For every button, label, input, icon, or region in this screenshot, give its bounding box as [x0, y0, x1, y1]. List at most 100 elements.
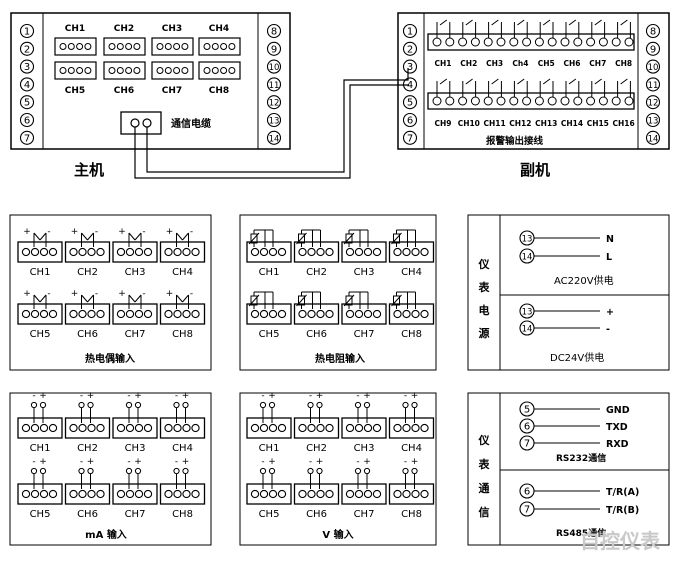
ma-title: mA 输入	[85, 528, 127, 541]
signal-label: +	[606, 307, 614, 318]
terminal-number: 4	[24, 80, 30, 91]
channel-label: CH6	[77, 329, 98, 340]
terminal-number-circle	[402, 130, 418, 145]
relay-screw	[560, 37, 570, 47]
channel-label: CH1	[259, 267, 280, 278]
channel-label: CH1	[30, 443, 51, 454]
signal-label: L	[606, 252, 612, 263]
terminal-screw	[156, 67, 164, 74]
main-unit-box	[10, 12, 291, 150]
relay-contact	[439, 78, 448, 85]
terminal-number-circle	[402, 95, 418, 110]
polarity-mark: +	[118, 227, 126, 237]
relay-contact	[594, 78, 602, 85]
terminal-block	[112, 241, 158, 263]
channel-label: CH6	[77, 509, 98, 520]
terminal-number: 13	[522, 308, 533, 318]
rtd-sensor-symbol	[296, 229, 321, 248]
relay-contact	[568, 19, 577, 26]
relay-contact	[517, 19, 525, 26]
channel-label: CH8	[401, 329, 422, 340]
polarity-mark: +	[71, 289, 79, 299]
tc-sensor-symbol	[176, 232, 189, 248]
signal-label: GND	[606, 405, 630, 416]
polarity-mark: +	[268, 457, 276, 467]
relay-channel-label: CH1	[435, 59, 452, 68]
terminal-number-circle	[19, 77, 35, 92]
terminal-block	[341, 417, 387, 439]
ma-sensor-symbol	[125, 401, 142, 424]
comm-panel	[467, 392, 670, 546]
terminal-number: 2	[24, 44, 30, 55]
terminal-block	[159, 483, 206, 505]
terminal-screw	[181, 43, 189, 50]
relay-screw	[586, 96, 596, 106]
side-label-char: 表	[478, 280, 491, 294]
polarity-mark: +	[23, 227, 31, 237]
terminal-number-circle	[402, 59, 418, 74]
side-label-char: 表	[478, 457, 491, 471]
terminal-block	[293, 417, 340, 439]
polarity-mark: +	[182, 457, 190, 467]
polarity-mark: -	[309, 457, 312, 467]
channel-label: CH5	[30, 329, 51, 340]
relay-screw	[560, 96, 570, 106]
relay-channel-label: CH6	[564, 59, 581, 68]
rtd-sensor-symbol	[296, 291, 321, 310]
relay-contact	[620, 19, 628, 26]
relay-screw	[470, 96, 480, 106]
terminal-number: 8	[271, 27, 277, 38]
relay-screw	[432, 96, 442, 106]
rs232-label: RS232通信	[556, 452, 606, 464]
relay-screw	[624, 96, 634, 106]
signal-label: -	[606, 324, 610, 335]
terminal-block	[159, 303, 206, 325]
relay-screw	[534, 96, 544, 106]
terminal-number: 3	[24, 62, 30, 73]
terminal-number-circle	[266, 112, 282, 128]
relay-contact	[491, 78, 499, 85]
relay-contact	[542, 78, 551, 85]
terminal-number: 5	[24, 98, 30, 109]
tc-sensor-symbol	[81, 232, 94, 248]
terminal-number: 8	[650, 27, 656, 38]
ma-sensor-symbol	[307, 467, 323, 490]
polarity-mark: +	[411, 391, 419, 401]
tc-sensor-symbol	[81, 294, 94, 310]
polarity-mark: +	[182, 391, 190, 401]
terminal-number-circle	[266, 95, 282, 110]
terminal-block	[64, 417, 111, 439]
terminal-number: 12	[269, 99, 280, 109]
terminal-block	[112, 483, 158, 505]
relay-screw	[573, 96, 583, 106]
terminal-number-circle	[645, 95, 661, 110]
comm-cable-connector	[120, 111, 162, 135]
channel-label: CH8	[172, 329, 193, 340]
side-label-char: 仪	[478, 434, 491, 447]
terminal-screw	[211, 43, 219, 50]
terminal-number: 10	[269, 63, 280, 73]
relay-screw	[573, 37, 583, 47]
terminal-screw	[220, 43, 228, 50]
tc-sensor-symbol	[33, 232, 47, 248]
relay-screw	[547, 37, 557, 47]
terminal-number: 2	[407, 44, 413, 55]
terminal-number: 7	[24, 133, 30, 144]
channel-terminal-block	[198, 37, 241, 56]
signal-label: TXD	[606, 422, 628, 433]
terminal-number-circle	[402, 23, 418, 39]
terminal-block	[64, 241, 111, 263]
terminal-number-circle	[19, 23, 35, 39]
terminal-number-circle	[19, 59, 35, 74]
channel-label: CH6	[306, 329, 327, 340]
comm-cable-label: 通信电缆	[171, 117, 211, 130]
terminal-screw	[108, 67, 116, 74]
polarity-mark: -	[261, 391, 264, 401]
ma-sensor-symbol	[30, 467, 47, 490]
channel-label: CH4	[172, 443, 193, 454]
terminal-number-circle	[645, 41, 661, 56]
